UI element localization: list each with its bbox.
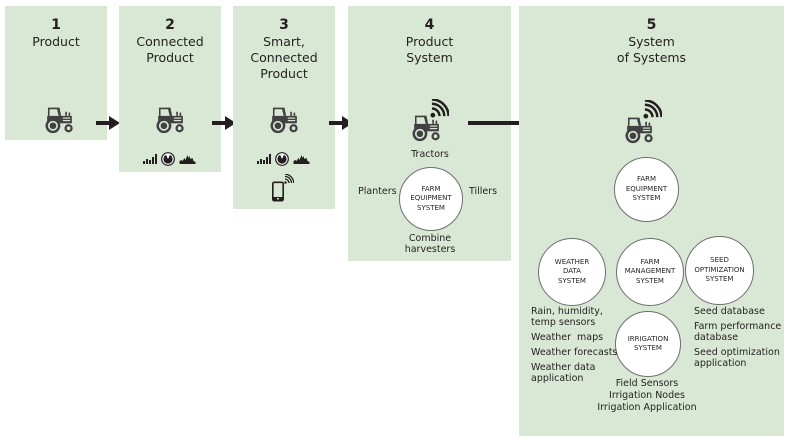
circle-text: WEATHER [554, 257, 590, 266]
item-line: temp sensors [531, 317, 596, 328]
item-line: Weather forecasts [531, 347, 618, 358]
label-line: Combine [408, 233, 452, 244]
stage-title-line: Connected [250, 50, 318, 65]
seed-optimization-system-circle: SEED OPTIMIZATION SYSTEM [685, 236, 754, 305]
item-line: Seed database [694, 306, 765, 317]
circle-text: EQUIPMENT [410, 194, 452, 203]
item-line: Farm performance [694, 321, 782, 332]
stage-title-line: Product [146, 50, 194, 65]
stage-5-title: 5 System of Systems [519, 17, 784, 66]
weather-item: Weather forecasts [531, 347, 626, 358]
circle-text: EQUIPMENT [625, 184, 668, 193]
weather-item: Rain, humidity, temp sensors [531, 306, 626, 328]
stage-3-title: 3 Smart, Connected Product [233, 17, 335, 82]
weather-item: Weather data application [531, 362, 626, 384]
circle-text: FARM [636, 175, 657, 184]
weather-items-list: Rain, humidity, temp sensors Weather map… [531, 306, 626, 384]
circle-text: SEED [710, 256, 729, 265]
tractors-label: Tractors [411, 149, 449, 160]
stage-title-line: of Systems [616, 50, 687, 65]
stage-4-panel: 4 Product System Tractors Planters Tille… [348, 6, 511, 261]
irrigation-item: Irrigation Nodes [609, 390, 685, 401]
item-line: Weather data [531, 362, 596, 373]
item-line: application [531, 373, 584, 384]
item-line: database [694, 332, 739, 343]
tractor-icon [268, 106, 301, 134]
seed-item: Seed optimization application [694, 347, 784, 369]
farm-management-system-circle: FARM MANAGEMENT SYSTEM [616, 238, 684, 306]
signal-bars-icon [143, 154, 157, 164]
chart-icon [293, 154, 310, 164]
seed-items-list: Seed database Farm performance database … [694, 306, 784, 369]
tillers-label: Tillers [469, 186, 498, 197]
circle-text: SYSTEM [634, 344, 662, 352]
weather-data-system-circle: WEATHER DATA SYSTEM [538, 238, 606, 306]
circle-text: FARM [421, 184, 441, 193]
circle-text: FARM [640, 257, 660, 266]
stage-number: 3 [279, 17, 289, 33]
stage-number: 5 [646, 17, 657, 33]
stage-2-panel: 2 Connected Product [119, 6, 221, 172]
stage-title-line: System [628, 34, 675, 49]
gauge-icon [161, 152, 175, 166]
irrigation-item: Field Sensors [615, 378, 679, 389]
wireless-signal-icon [284, 174, 294, 184]
stage-number: 2 [165, 17, 175, 33]
circle-text: MANAGEMENT [624, 267, 676, 276]
circle-text: SYSTEM [558, 276, 586, 285]
irrigation-item: Irrigation Application [597, 402, 697, 413]
circle-text: SYSTEM [632, 194, 661, 203]
stage-number: 1 [51, 17, 61, 33]
farm-equipment-system-circle: FARM EQUIPMENT SYSTEM [614, 157, 679, 222]
stage-1-title: 1 Product [5, 17, 107, 50]
irrigation-system-circle: IRRIGATION SYSTEM [615, 311, 681, 377]
label-line: harvesters [404, 244, 456, 255]
stage-title-line: System [406, 50, 453, 65]
tractor-icon [154, 106, 187, 134]
item-line: Weather maps [531, 332, 604, 343]
gauge-icon [275, 152, 289, 166]
combine-harvesters-label: Combine harvesters [390, 233, 470, 255]
stage-title-line: Product [405, 34, 454, 49]
stage-2-title: 2 Connected Product [119, 17, 221, 66]
stage-5-panel: 5 System of Systems FARM EQUIPMENT SYSTE… [519, 6, 784, 436]
signal-bars-icon [257, 154, 271, 164]
seed-item: Seed database [694, 306, 784, 317]
stage-number: 4 [424, 17, 435, 33]
item-line: application [694, 358, 747, 369]
tractor-icon [43, 106, 76, 134]
tractor-icon [410, 114, 443, 142]
circle-text: SYSTEM [636, 276, 664, 285]
smartphone-icon [272, 181, 284, 202]
item-line: Seed optimization [694, 347, 780, 358]
item-line: Rain, humidity, [531, 306, 603, 317]
circle-text: SYSTEM [705, 275, 734, 284]
seed-item: Farm performance database [694, 321, 784, 343]
arrow-1-to-2 [95, 116, 121, 130]
irrigation-items-list: Field Sensors Irrigation Nodes Irrigatio… [587, 378, 707, 414]
stage-title-line: Product [260, 66, 308, 81]
stage-title-line: Connected [136, 34, 204, 49]
circle-text: SYSTEM [417, 203, 445, 212]
stage-3-panel: 3 Smart, Connected Product [233, 6, 335, 209]
farm-equipment-system-circle: FARM EQUIPMENT SYSTEM [399, 167, 463, 231]
stage-title-line: Product [32, 34, 80, 49]
circle-text: IRRIGATION [627, 334, 669, 343]
planters-label: Planters [358, 186, 397, 197]
circle-text: DATA [562, 267, 582, 276]
tractor-icon [623, 116, 656, 144]
weather-item: Weather maps [531, 332, 626, 343]
stage-4-title: 4 Product System [348, 17, 511, 66]
stage-title-line: Smart, [263, 34, 305, 49]
circle-text: OPTIMIZATION [694, 265, 745, 274]
chart-icon [179, 154, 196, 164]
stage-1-panel: 1 Product [5, 6, 107, 140]
